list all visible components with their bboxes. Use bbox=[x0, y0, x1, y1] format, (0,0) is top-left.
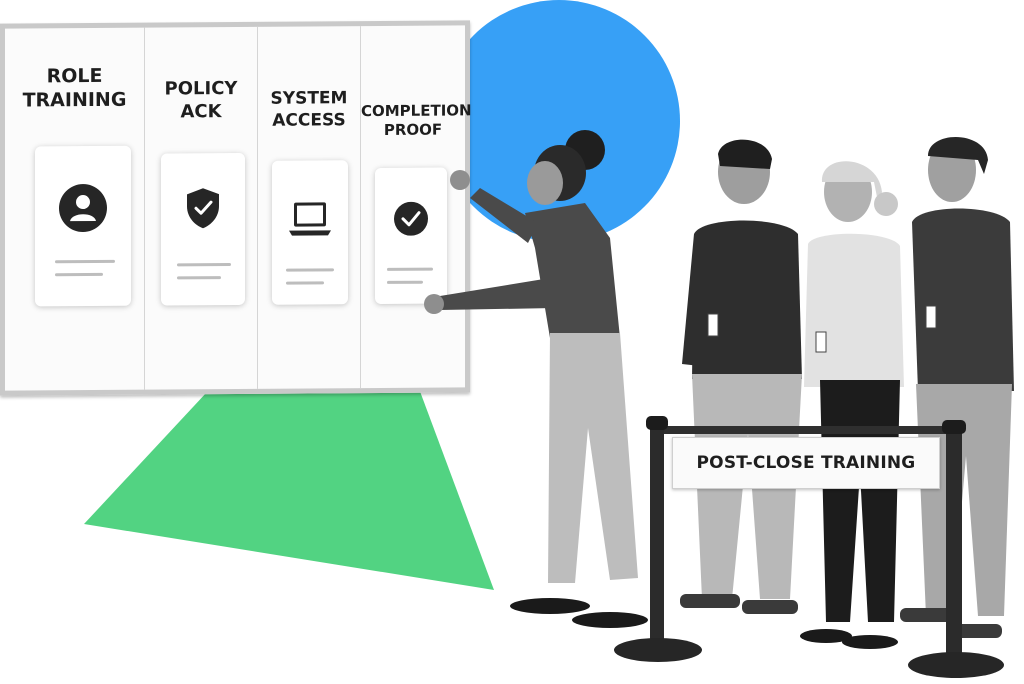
stanchion-post-left bbox=[650, 420, 664, 650]
whiteboard: ROLE TRAINING POLICY ACK bbox=[0, 20, 472, 396]
policy-ack-card[interactable] bbox=[161, 152, 245, 306]
title-line: COMPLETION bbox=[361, 101, 472, 121]
title-line: ACCESS bbox=[272, 109, 346, 131]
board-column-completion-proof: COMPLETION PROOF bbox=[361, 25, 472, 388]
completion-proof-card[interactable] bbox=[375, 167, 447, 305]
text-line-placeholder bbox=[286, 281, 324, 285]
system-access-card[interactable] bbox=[272, 160, 348, 305]
text-line-placeholder bbox=[177, 276, 221, 280]
title-line: SYSTEM bbox=[270, 88, 348, 109]
text-line-placeholder bbox=[177, 263, 231, 267]
text-line-placeholder bbox=[286, 268, 334, 272]
column-title: SYSTEM ACCESS bbox=[258, 88, 360, 132]
title-line: ACK bbox=[180, 101, 222, 123]
stanchion-base bbox=[908, 652, 1004, 678]
board-column-policy-ack: POLICY ACK bbox=[145, 26, 258, 390]
title-line: POLICY bbox=[164, 77, 238, 100]
board-column-system-access: SYSTEM ACCESS bbox=[258, 26, 361, 389]
sign-label: POST-CLOSE TRAINING bbox=[696, 453, 916, 473]
stanchion-base bbox=[614, 638, 702, 662]
column-title: ROLE TRAINING bbox=[5, 64, 144, 114]
post-close-training-sign: POST-CLOSE TRAINING bbox=[672, 437, 940, 489]
check-circle-icon bbox=[394, 201, 428, 236]
trainee-man-shirt-figure bbox=[900, 136, 1014, 638]
laptop-icon bbox=[289, 202, 331, 236]
title-line: ROLE bbox=[46, 64, 103, 88]
stanchion-post-right bbox=[946, 424, 962, 660]
text-line-placeholder bbox=[55, 272, 103, 277]
user-icon bbox=[59, 184, 107, 233]
stanchion-cap bbox=[942, 420, 966, 434]
board-column-role-training: ROLE TRAINING bbox=[5, 27, 145, 391]
title-line: TRAINING bbox=[22, 89, 127, 112]
column-title: POLICY ACK bbox=[145, 77, 257, 124]
role-training-card[interactable] bbox=[35, 145, 131, 307]
presenter-woman-figure bbox=[424, 130, 648, 628]
shield-check-icon bbox=[187, 188, 219, 229]
stanchion-cap bbox=[646, 416, 668, 430]
text-line-placeholder bbox=[55, 259, 115, 264]
stanchion-belt bbox=[664, 426, 954, 434]
